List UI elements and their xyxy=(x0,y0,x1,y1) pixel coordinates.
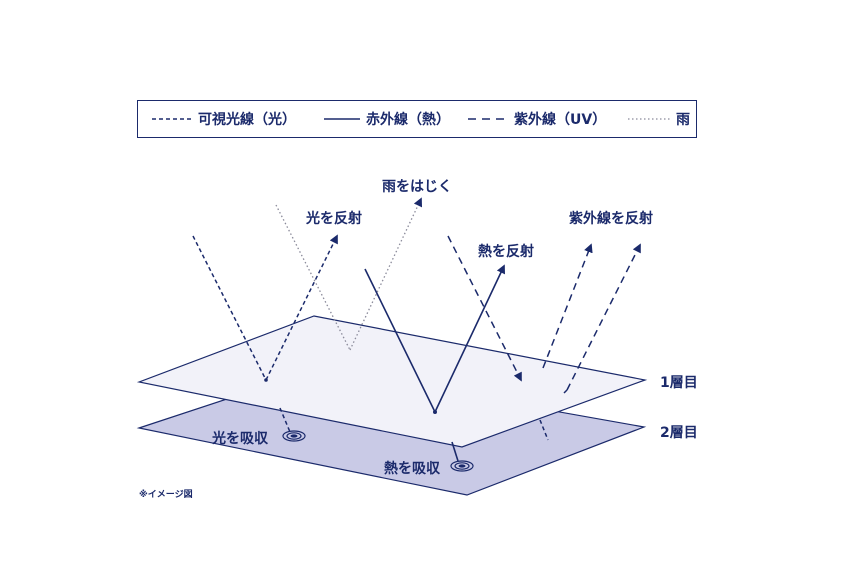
uv-transmitted-ray xyxy=(539,419,549,441)
legend-ultraviolet: 紫外線（UV） xyxy=(468,101,606,137)
absorb-ripple-icon xyxy=(450,460,474,472)
label-absorb-heat: 熱を吸収 xyxy=(384,461,440,477)
label-reflect-heat: 熱を反射 xyxy=(478,244,534,260)
label-repel-rain: 雨をはじく xyxy=(382,179,452,195)
image-note: ※イメージ図 xyxy=(139,490,193,500)
uv-reflected-ray-1 xyxy=(542,243,593,369)
uv-incoming-ray-2 xyxy=(563,389,568,394)
fine-dotted-line-icon xyxy=(628,118,670,120)
label-layer-1: 1層目 xyxy=(660,375,698,391)
dotted-line-icon xyxy=(152,118,192,120)
rain-incoming-ray xyxy=(275,204,351,351)
legend-visible-light-label: 可視光線（光） xyxy=(198,112,296,128)
legend: 可視光線（光） 赤外線（熱） 紫外線（UV） 雨 xyxy=(137,100,697,138)
legend-rain-label: 雨 xyxy=(676,112,690,128)
legend-infrared-label: 赤外線（熱） xyxy=(366,112,450,128)
visible-light-incoming-ray xyxy=(192,235,267,381)
absorb-ripple-icon xyxy=(282,430,306,442)
layer-1-plane xyxy=(136,315,648,448)
label-layer-2: 2層目 xyxy=(660,425,698,441)
visible-light-reflect-point xyxy=(264,378,268,382)
visible-light-reflected-ray xyxy=(265,234,338,381)
infrared-incoming-ray xyxy=(364,268,436,413)
dashed-line-icon xyxy=(468,118,508,120)
label-reflect-light: 光を反射 xyxy=(306,211,362,227)
visible-light-transmitted-ray xyxy=(279,407,291,433)
legend-visible-light: 可視光線（光） xyxy=(152,101,296,137)
infrared-transmitted-ray xyxy=(451,441,459,462)
solid-line-icon xyxy=(324,118,360,120)
label-reflect-uv: 紫外線を反射 xyxy=(569,211,653,227)
uv-reflected-ray-2 xyxy=(566,243,641,391)
infrared-reflected-ray xyxy=(434,264,505,413)
legend-ultraviolet-label: 紫外線（UV） xyxy=(514,112,607,128)
uv-incoming-ray-1 xyxy=(447,235,522,382)
legend-infrared: 赤外線（熱） xyxy=(324,101,450,137)
label-absorb-light: 光を吸収 xyxy=(212,431,268,447)
infrared-reflect-point xyxy=(433,410,437,414)
legend-rain: 雨 xyxy=(628,101,690,137)
